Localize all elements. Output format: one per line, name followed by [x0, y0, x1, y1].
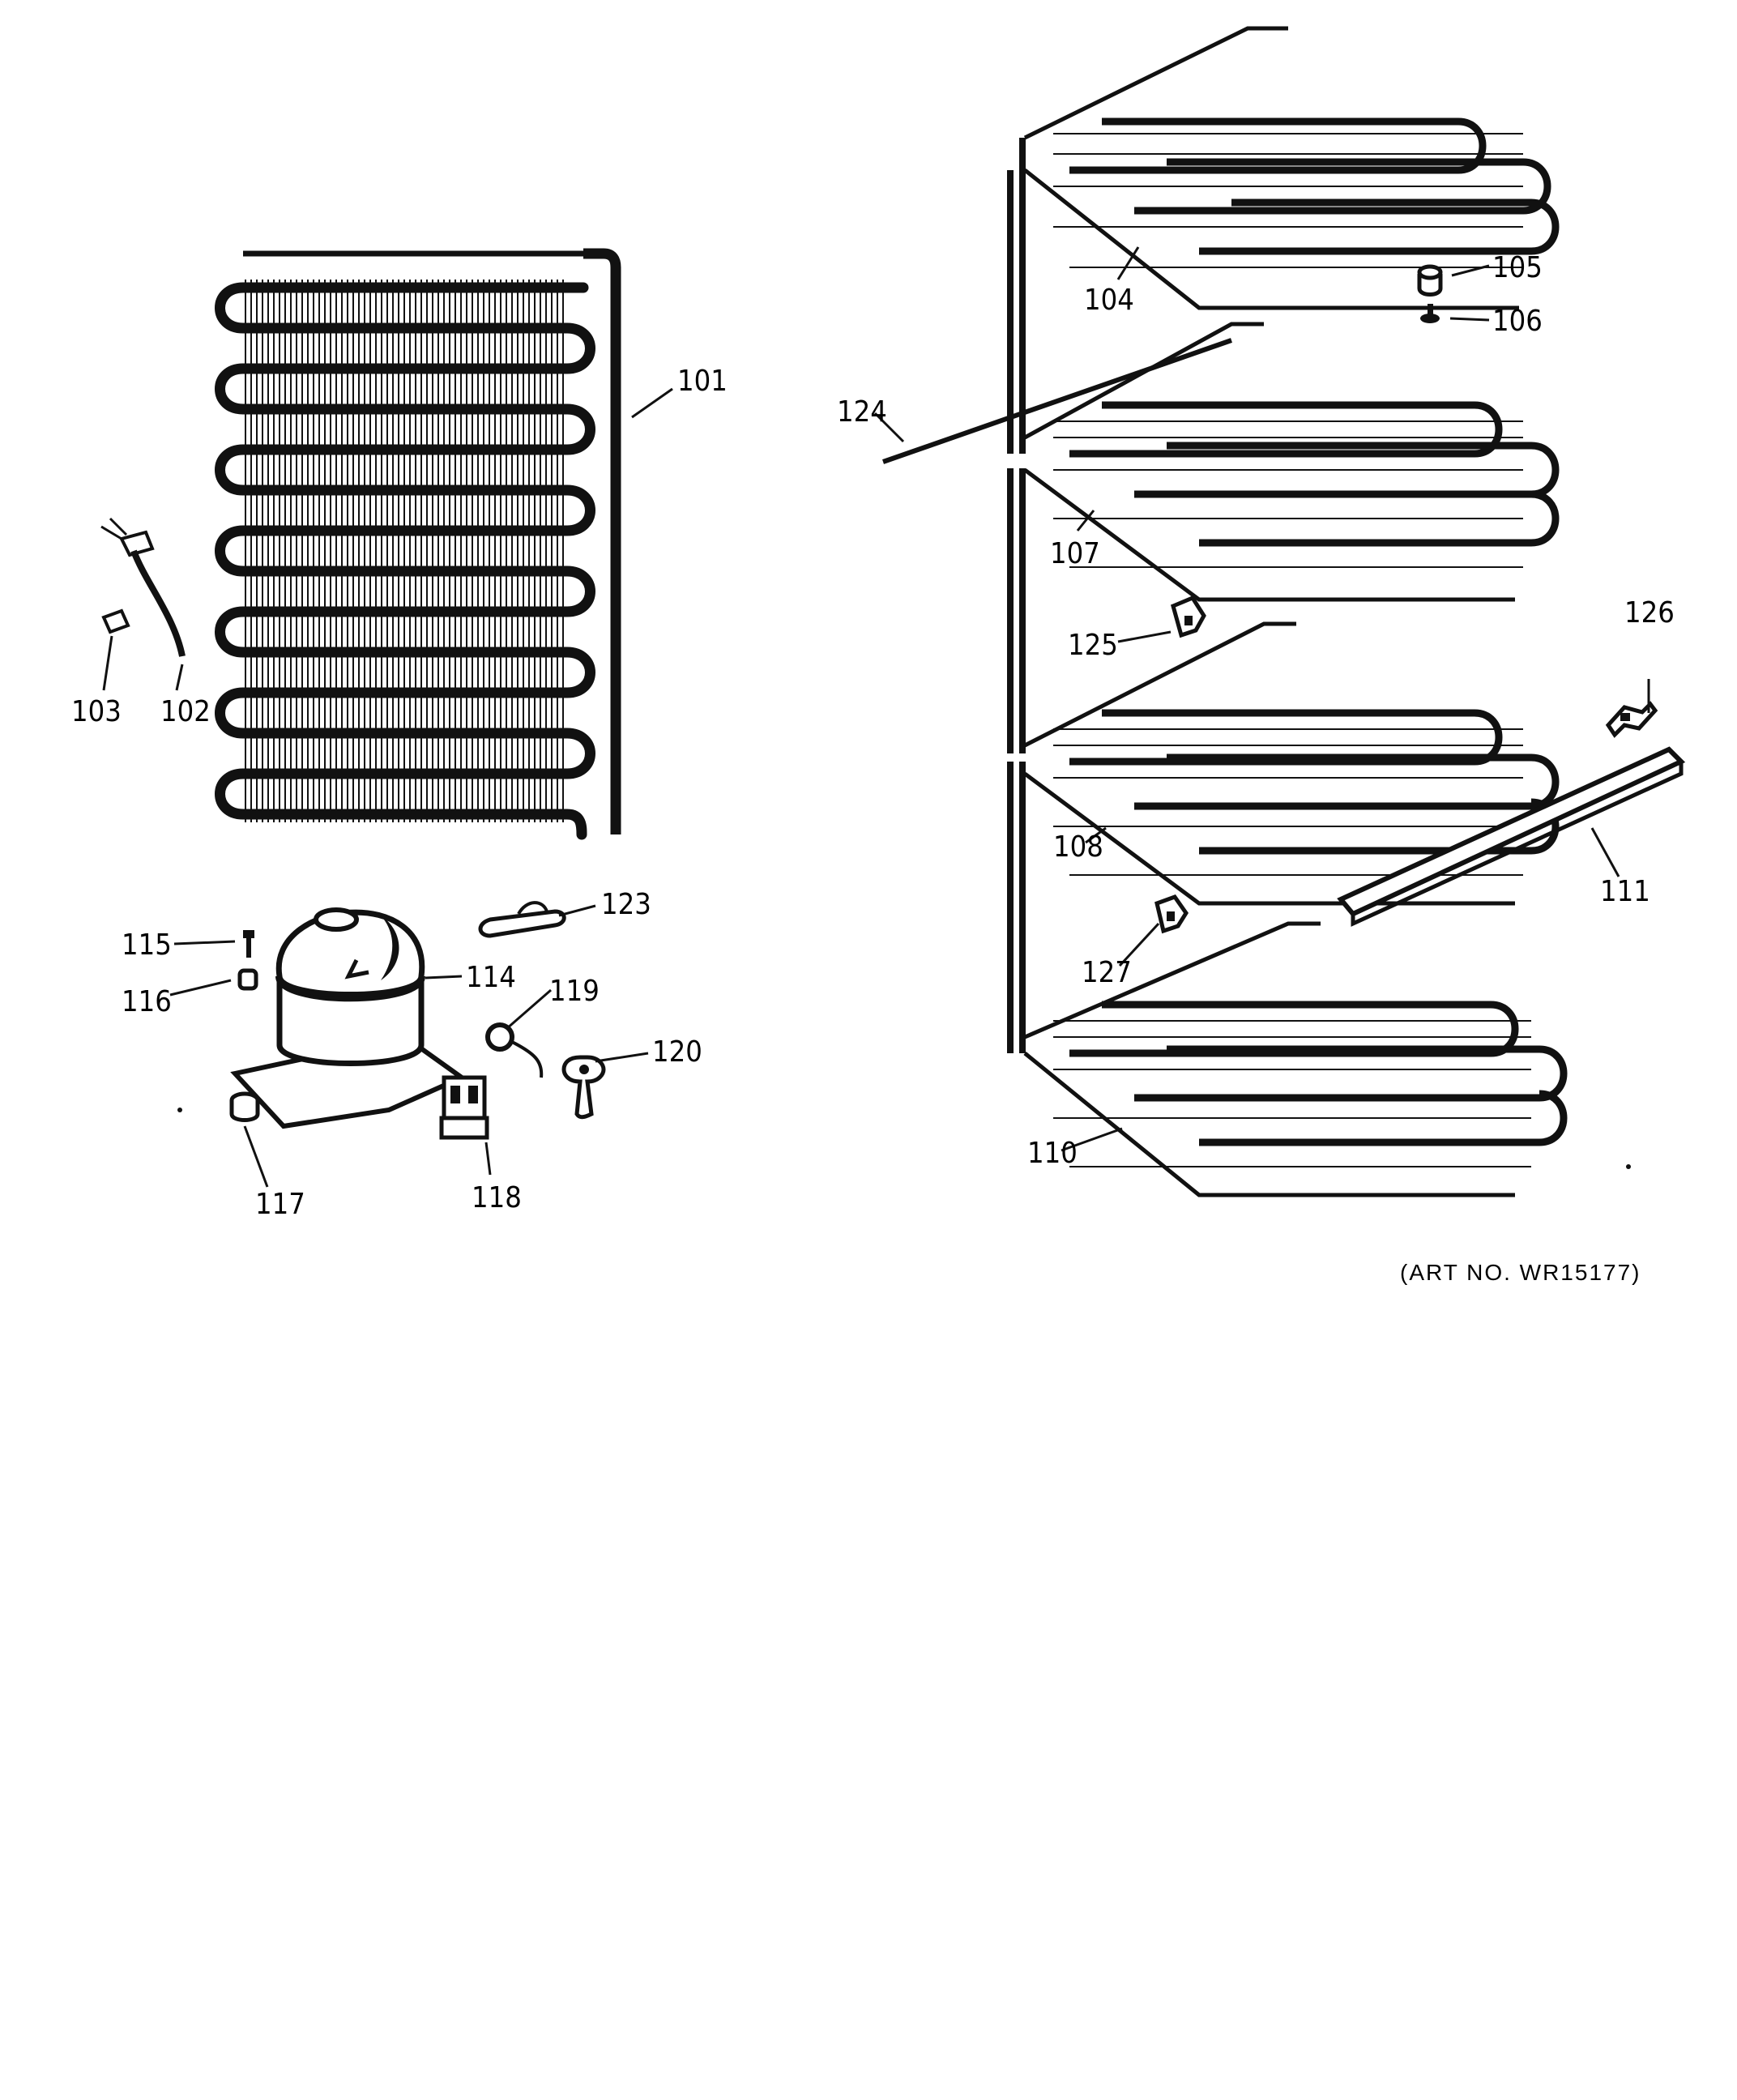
evaporator-shelf-104 — [1023, 26, 1560, 310]
evaporator-shelf-110 — [1023, 921, 1568, 1197]
part-label-127: 127 — [1082, 956, 1132, 989]
rubber-grommet — [229, 1091, 260, 1122]
part-label-119: 119 — [549, 975, 600, 1008]
part-label-116: 116 — [122, 985, 172, 1018]
part-label-110: 110 — [1027, 1137, 1078, 1170]
stray-dot — [177, 1108, 182, 1112]
relay — [439, 1075, 489, 1140]
leader-lines — [102, 246, 1650, 1188]
part-label-126: 126 — [1624, 596, 1675, 630]
part-label-102: 102 — [160, 695, 211, 728]
shelf-clip-127 — [1154, 894, 1189, 934]
part-label-117: 117 — [255, 1188, 305, 1221]
evaporator-shelves — [882, 26, 1686, 1197]
stray-dot — [1626, 1164, 1631, 1169]
shelf-cap — [1417, 264, 1443, 297]
part-label-111: 111 — [1600, 875, 1650, 908]
mounting-clip — [561, 1055, 606, 1120]
compressor — [230, 907, 467, 1129]
mounting-screw — [243, 930, 254, 958]
art-number: (ART NO. WR15177) — [1400, 1260, 1641, 1285]
part-label-115: 115 — [122, 928, 172, 962]
evaporator-shelf-107 — [1023, 322, 1560, 602]
overload-protector — [485, 1022, 544, 1078]
evaporator-shelf-108 — [1023, 621, 1560, 906]
shelf-screw — [1420, 304, 1440, 323]
part-label-124: 124 — [837, 395, 887, 429]
part-label-105: 105 — [1492, 251, 1543, 284]
part-label-123: 123 — [601, 888, 651, 921]
grommet — [237, 968, 258, 991]
condenser — [215, 248, 621, 840]
power-cord — [100, 517, 186, 657]
drain-trough — [1337, 746, 1686, 927]
part-label-125: 125 — [1068, 629, 1118, 662]
part-label-107: 107 — [1050, 537, 1100, 570]
part-label-103: 103 — [71, 695, 122, 728]
part-label-101: 101 — [677, 365, 728, 398]
part-label-114: 114 — [466, 961, 516, 994]
wire-harness-clip — [478, 901, 566, 938]
part-label-104: 104 — [1084, 284, 1134, 317]
part-label-120: 120 — [652, 1035, 702, 1069]
shelf-clip-126 — [1605, 701, 1658, 738]
part-label-118: 118 — [472, 1181, 522, 1214]
part-number-labels: 101 102 103 104 105 106 107 108 110 111 … — [71, 251, 1675, 1221]
wire-nut — [101, 608, 130, 634]
part-label-108: 108 — [1053, 830, 1103, 864]
shelf-clip-125 — [1171, 595, 1206, 638]
part-label-106: 106 — [1492, 305, 1543, 338]
